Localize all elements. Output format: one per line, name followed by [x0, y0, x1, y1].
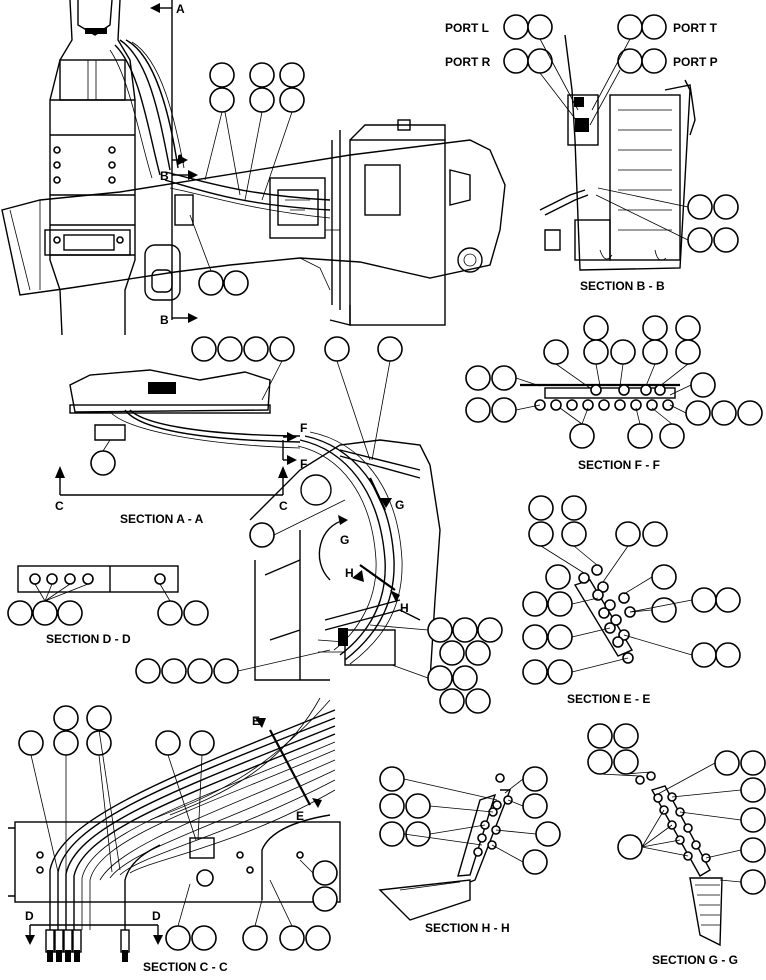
- section-dd-title: SECTION D - D: [46, 632, 131, 646]
- cut-label-c-left: C: [55, 499, 64, 513]
- cut-label-e-top: E: [252, 714, 260, 728]
- cut-label-g-right: G: [395, 498, 404, 512]
- cut-label-d-right: D: [152, 909, 161, 923]
- cut-label-f-bot: F: [300, 457, 307, 471]
- section-ff-title: SECTION F - F: [578, 458, 660, 472]
- cut-label-h-left: H: [345, 566, 354, 580]
- port-l-label: PORT L: [445, 21, 489, 35]
- section-dd-view: SECTION D - D: [7, 565, 209, 646]
- cut-label-f-top: F: [300, 421, 307, 435]
- section-cc-title: SECTION C - C: [143, 960, 228, 974]
- section-gg-view: SECTION G - G: [587, 723, 766, 967]
- port-r-label: PORT R: [445, 55, 491, 69]
- section-bb-title: SECTION B - B: [580, 279, 665, 293]
- section-ee-view: SECTION E - E: [522, 495, 741, 706]
- main-assembly-view: A A B B: [1, 0, 506, 336]
- section-bb-view: PORT L PORT T PORT R PORT P SECTION B - …: [445, 14, 739, 293]
- section-gg-title: SECTION G - G: [652, 953, 738, 967]
- cut-label-a-mid: A: [176, 152, 185, 166]
- section-ee-title: SECTION E - E: [567, 692, 650, 706]
- section-aa-view: C C F F SECTION A - A: [55, 336, 307, 526]
- cut-label-h-right: H: [400, 601, 409, 615]
- cut-label-c-right: C: [279, 499, 288, 513]
- cut-label-g-left: G: [340, 533, 349, 547]
- section-cc-view: D D E E SECTION C - C: [8, 697, 341, 974]
- section-hh-title: SECTION H - H: [425, 921, 510, 935]
- cut-label-e-bot: E: [296, 809, 304, 823]
- center-boom-view: G G H H: [135, 336, 503, 714]
- section-ff-view: SECTION F - F: [465, 315, 763, 472]
- cut-label-b-top: B: [160, 169, 169, 183]
- cut-label-a-top: A: [176, 2, 185, 16]
- cut-label-b-bot: B: [160, 313, 169, 327]
- port-t-label: PORT T: [673, 21, 718, 35]
- port-p-label: PORT P: [673, 55, 718, 69]
- cut-label-d-left: D: [25, 909, 34, 923]
- section-hh-view: SECTION H - H: [378, 766, 561, 935]
- section-aa-title: SECTION A - A: [120, 512, 204, 526]
